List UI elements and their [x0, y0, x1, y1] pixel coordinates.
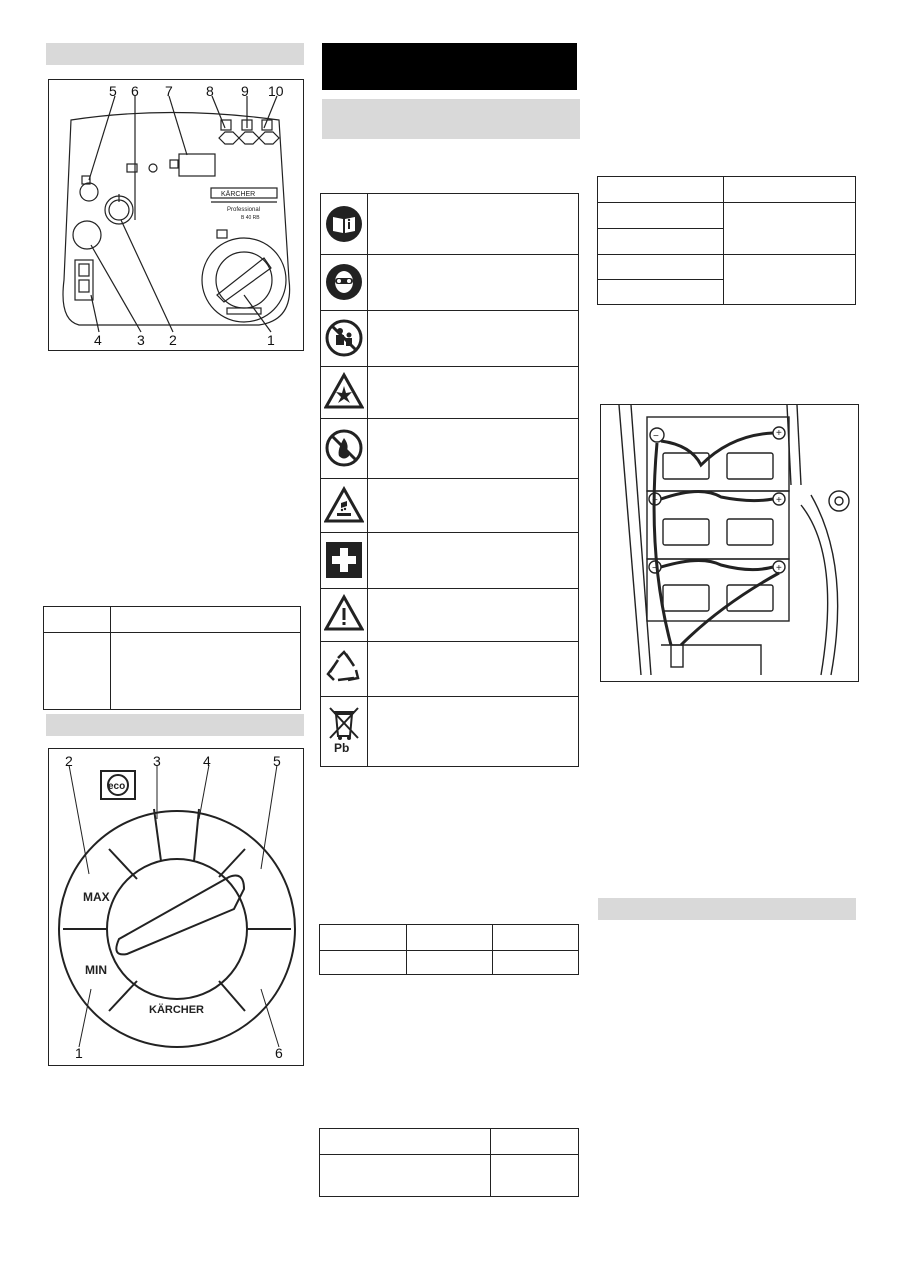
section-header-3	[322, 99, 580, 139]
svg-text:+: +	[776, 495, 782, 506]
recycle-icon	[326, 650, 360, 682]
callout-6: 6	[131, 83, 139, 99]
control-panel-drawing: KÄRCHER Professional B 40 RB	[62, 95, 291, 333]
read-manual-icon	[326, 206, 362, 242]
callout-7: 7	[165, 83, 173, 99]
symbols-table: Pb	[320, 193, 579, 767]
section-header-4	[598, 898, 856, 920]
svg-text:−: −	[652, 563, 658, 574]
callout-2: 2	[169, 332, 177, 348]
control-panel-figure: KÄRCHER Professional B 40 RB 5 6 7 8 9 1…	[48, 79, 304, 351]
callout-9: 9	[241, 83, 249, 99]
wear-goggles-icon	[326, 264, 362, 300]
section-header-1	[46, 43, 304, 65]
acid-hazard-icon	[324, 486, 364, 523]
keep-children-away-icon	[325, 319, 363, 357]
dial-callout-3: 3	[153, 753, 161, 769]
dial-callout-1: 1	[75, 1045, 83, 1061]
svg-text:−: −	[653, 431, 659, 442]
dial-callout-4: 4	[203, 753, 211, 769]
svg-text:−: −	[652, 495, 658, 506]
explosion-hazard-icon	[324, 372, 364, 409]
warning-icon	[324, 594, 364, 631]
dial-callout-2: 2	[65, 753, 73, 769]
dial-callout-6: 6	[275, 1045, 283, 1061]
callout-5: 5	[109, 83, 117, 99]
svg-text:+: +	[776, 428, 782, 439]
callout-4: 4	[94, 332, 102, 348]
panel-brand: KÄRCHER	[221, 190, 255, 198]
panel-sub: Professional	[227, 207, 260, 213]
dial-figure: MAX MIN KÄRCHER eco 2 3 4 5 1 6	[48, 748, 304, 1066]
battery-figure: − + − + − +	[600, 404, 859, 682]
black-header	[322, 43, 577, 90]
panel-model: B 40 RB	[241, 215, 260, 221]
mid-table-1	[319, 924, 579, 975]
mid-table-2	[319, 1128, 579, 1197]
left-table	[43, 606, 301, 710]
dial-drawing: MAX MIN KÄRCHER eco	[58, 764, 296, 1048]
dial-callout-5: 5	[273, 753, 281, 769]
lead-disposal-icon: Pb	[329, 707, 359, 754]
dial-min: MIN	[85, 963, 107, 977]
callout-3: 3	[137, 332, 145, 348]
first-aid-icon	[326, 542, 362, 578]
callout-10: 10	[268, 83, 284, 99]
dial-max: MAX	[83, 890, 110, 904]
callout-1: 1	[267, 332, 275, 348]
no-fire-icon	[325, 429, 363, 467]
dial-brand: KÄRCHER	[149, 1003, 204, 1016]
section-header-2	[46, 714, 304, 736]
svg-text:+: +	[776, 563, 782, 574]
dial-eco: eco	[108, 781, 125, 792]
callout-8: 8	[206, 83, 214, 99]
battery-drawing: − + − + − +	[618, 404, 850, 676]
right-table	[597, 176, 856, 305]
lead-pb-text: Pb	[334, 741, 349, 754]
